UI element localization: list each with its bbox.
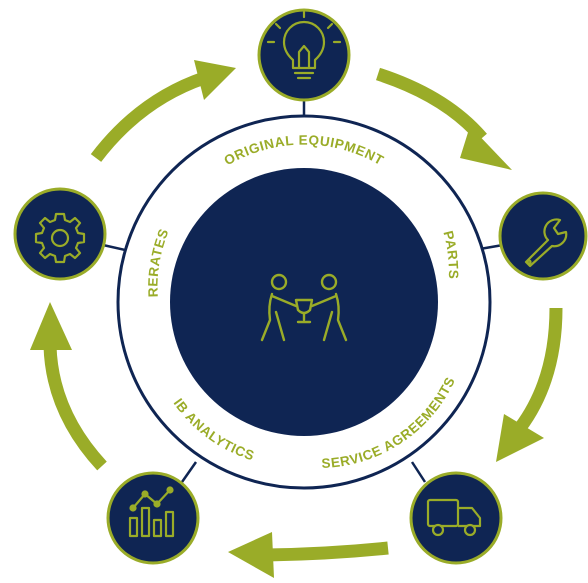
arrow-wrench-to-truck bbox=[514, 307, 563, 432]
node-chart[interactable] bbox=[106, 471, 200, 565]
arrow-gear-to-bulb bbox=[90, 71, 207, 162]
lightbulb-icon bbox=[266, 10, 342, 80]
node-gear[interactable] bbox=[13, 187, 107, 281]
wrench-icon bbox=[524, 218, 568, 268]
chart-icon bbox=[128, 486, 175, 538]
arrow-bulb-to-wrench bbox=[375, 67, 487, 143]
truck-icon bbox=[426, 498, 482, 537]
node-wrench[interactable] bbox=[498, 191, 588, 281]
node-truck[interactable] bbox=[409, 471, 503, 565]
arrow-truck-to-chart bbox=[265, 541, 389, 562]
gear-icon bbox=[34, 212, 86, 264]
people-carrying-trophy-icon bbox=[260, 273, 348, 342]
arrow-heads bbox=[30, 60, 544, 578]
center-disc bbox=[170, 168, 438, 436]
node-bulb[interactable] bbox=[257, 8, 351, 102]
cycle-arrows bbox=[43, 67, 563, 562]
arrow-chart-to-gear bbox=[43, 345, 107, 471]
